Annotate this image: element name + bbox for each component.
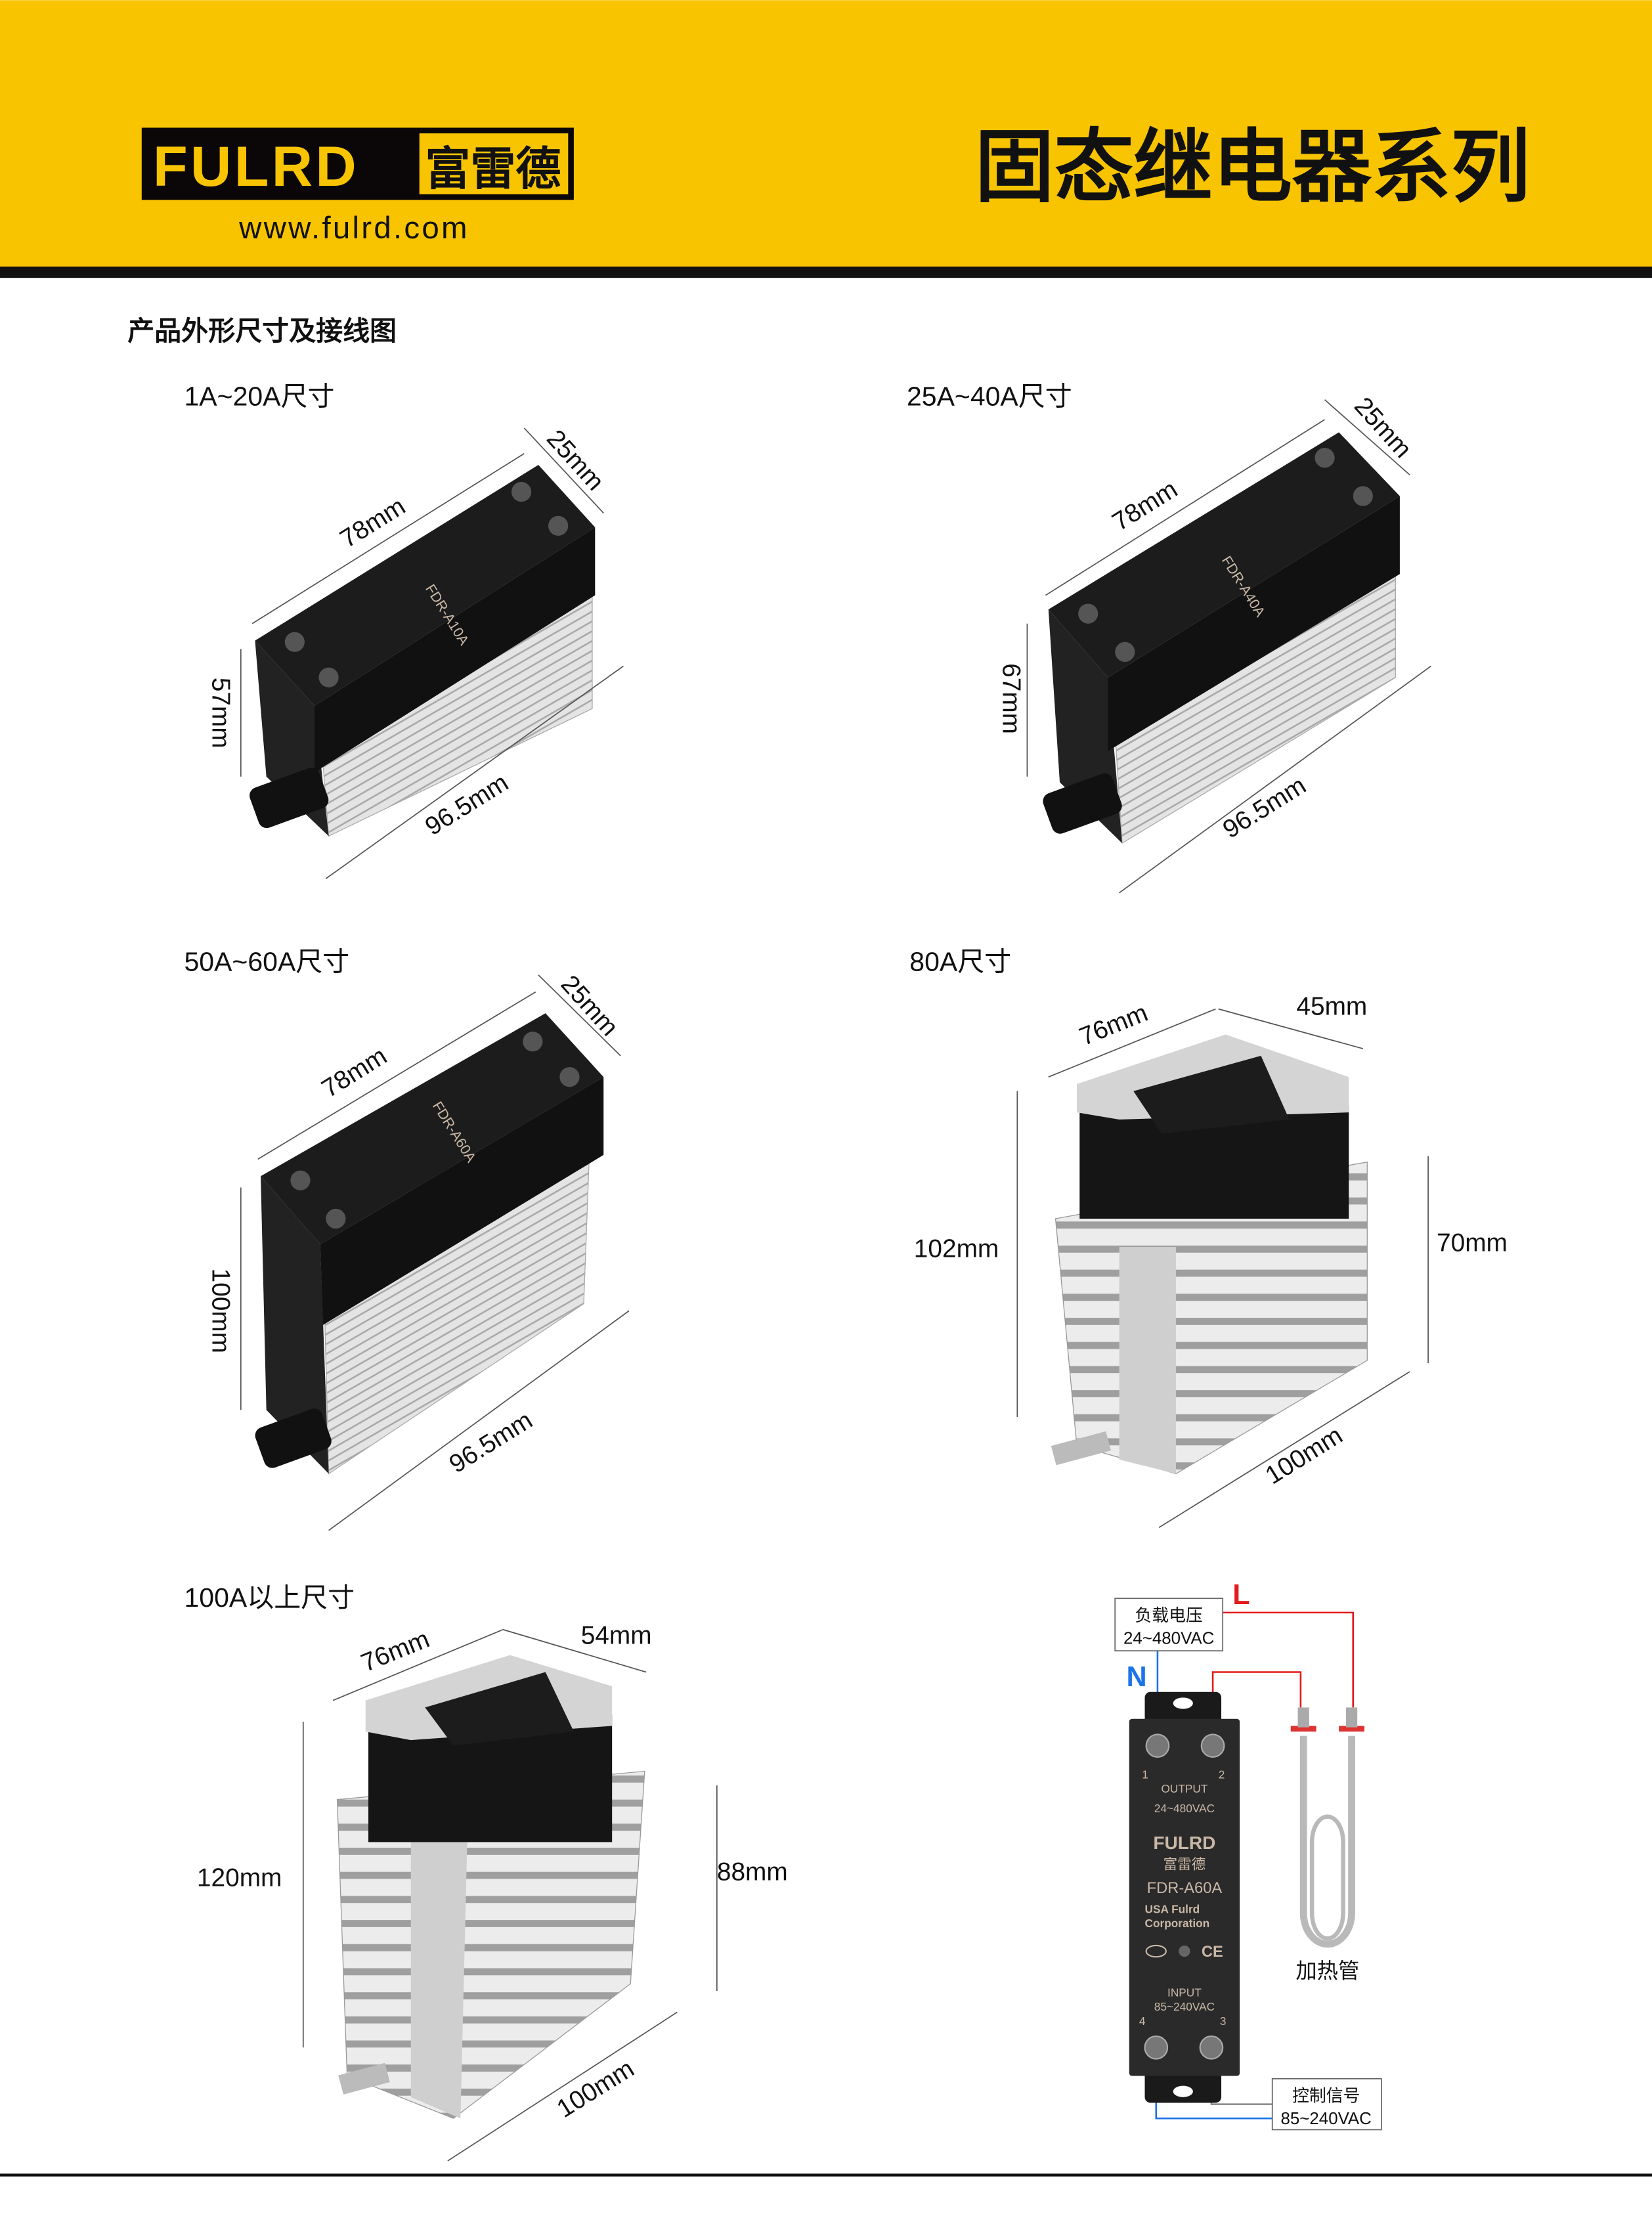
terminal-4-label: 4 [1139,2015,1146,2028]
ce-mark: CE [1202,1944,1223,1961]
load-box-title: 负载电压 [1135,1606,1203,1625]
load-box-voltage: 24~480VAC [1123,1629,1214,1647]
dim-width: 25mm [1349,392,1417,464]
panel-label: 50A~60A尺寸 [185,946,350,976]
heater-tube-image [1290,1707,1364,1948]
input-label: INPUT [1167,1986,1202,1999]
input-voltage: 85~240VAC [1154,2000,1215,2013]
brand-logo: FULRD 富雷德 [141,127,574,200]
dim-fin-height: 70mm [1437,1229,1508,1257]
dim-length: 78mm [317,1042,392,1104]
dim-length: 78mm [1108,475,1183,536]
dim-width: 45mm [1296,992,1367,1020]
panel-label: 25A~40A尺寸 [907,381,1072,411]
output-label: OUTPUT [1161,1782,1207,1795]
dim-length: 76mm [357,1625,433,1678]
control-box-voltage: 85~240VAC [1281,2110,1372,2128]
website-url: www.fulrd.com [238,211,469,246]
dim-height: 57mm [207,678,235,749]
relay-brand: FULRD [1153,1833,1215,1853]
wiring-diagram: 负载电压 24~480VAC L N 1 2 OUTPUT 24~480VAC … [1114,1579,1382,2131]
terminal-1-label: 1 [1142,1768,1148,1781]
brand-logo-cn: 富雷德 [425,143,561,194]
dim-height: 67mm [997,663,1026,734]
indicator-led-icon [1179,1945,1190,1957]
control-signal-box: 控制信号 85~240VAC [1271,2078,1382,2131]
footer-divider [0,2173,1652,2177]
relay-brand-cn: 富雷德 [1163,1856,1206,1872]
panel-80a: 80A尺寸 76mm 45mm 102mm 70mm 100mm [909,946,1508,1529]
relay-image: FDR-A10A [250,465,596,837]
panel-label: 80A尺寸 [909,946,1011,976]
panel-25a-40a: 25A~40A尺寸 FDR-A40A 78mm 25mm 67mm 96.5mm [907,381,1431,894]
dim-length: 78mm [336,492,410,554]
header: FULRD 富雷德 www.fulrd.com 固态继电器系列 [0,0,1652,278]
relay-image [1051,1034,1368,1475]
load-voltage-box: 负载电压 24~480VAC [1114,1598,1224,1651]
panel-label: 1A~20A尺寸 [185,381,335,411]
dim-depth: 100mm [1261,1421,1348,1490]
dim-height: 120mm [197,1863,282,1892]
section-title: 产品外形尺寸及接线图 [127,316,397,346]
output-voltage: 24~480VAC [1154,1802,1215,1815]
live-wire [1223,1611,1354,1708]
relay-front-view: 1 2 OUTPUT 24~480VAC FULRD 富雷德 FDR-A60A … [1129,1691,1240,2103]
brand-logo-en: FULRD [153,135,359,198]
panel-label: 100A以上尺寸 [185,1582,355,1613]
panel-50a-60a: 50A~60A尺寸 FDR-A60A 78mm 25mm 100mm 96.5m… [185,946,630,1531]
ccc-mark-icon [1145,1944,1167,1958]
live-label: L [1232,1579,1250,1611]
dim-width: 25mm [555,970,624,1041]
screw-terminal-3 [1199,2035,1224,2060]
relay-image [336,1655,645,2119]
dim-fin-height: 88mm [717,1858,788,1886]
panel-100a-plus: 100A以上尺寸 76mm 54mm 120mm 88mm 100mm [185,1582,788,2162]
dim-depth: 96.5mm [445,1406,538,1479]
dim-length: 76mm [1076,999,1152,1051]
panel-1a-20a: 1A~20A尺寸 FDR-A10A 78mm 25mm 57mm 96.5mm [185,381,624,879]
relay-maker-1: USA Fulrd [1145,1902,1200,1915]
screw-terminal-1 [1145,1733,1170,1758]
dim-depth: 96.5mm [1218,772,1311,844]
screw-terminal-2 [1200,1733,1225,1758]
relay-image: FDR-A40A [1043,432,1400,844]
terminal-2-label: 2 [1219,1768,1225,1781]
page-title: 固态继电器系列 [975,123,1531,211]
relay-maker-2: Corporation [1145,1917,1210,1930]
dim-height: 100mm [207,1269,235,1353]
relay-model: FDR-A60A [1147,1880,1223,1897]
heater-label: 加热管 [1295,1959,1359,1983]
terminal-3-label: 3 [1220,2015,1227,2028]
relay-image: FDR-A60A [255,1013,604,1475]
neutral-label: N [1126,1661,1146,1693]
control-box-title: 控制信号 [1292,2086,1360,2105]
dim-height: 102mm [914,1234,999,1263]
dim-width: 54mm [581,1621,652,1649]
screw-terminal-4 [1144,2035,1169,2060]
